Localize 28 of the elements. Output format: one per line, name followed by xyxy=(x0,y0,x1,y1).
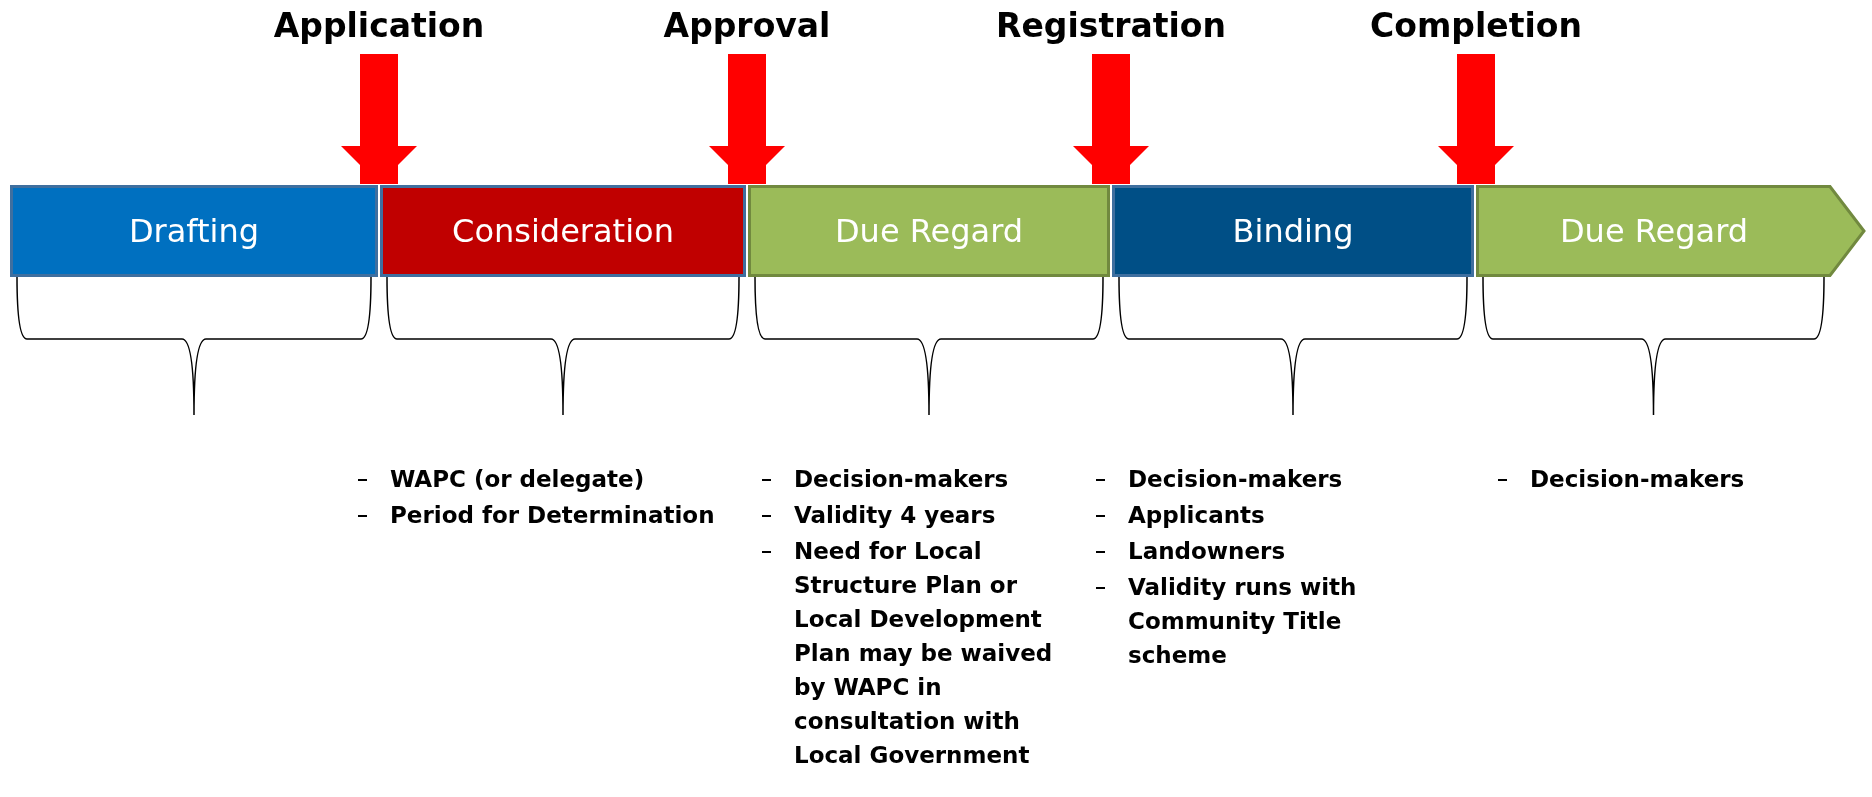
milestone-label: Completion xyxy=(1370,6,1582,45)
segment-label: Binding xyxy=(1232,212,1354,250)
milestone-label: Application xyxy=(273,6,485,45)
milestone-label: Registration xyxy=(996,6,1226,45)
milestone-label: Approval xyxy=(663,6,831,45)
arrow xyxy=(1438,54,1514,184)
timeline-segment xyxy=(380,185,746,277)
bullet-text: Landowners xyxy=(1128,538,1286,564)
timeline-segment xyxy=(748,185,1110,277)
arrow xyxy=(1073,54,1149,184)
bullet-text: WAPC (or delegate) xyxy=(390,466,645,492)
segment-label: Drafting xyxy=(128,212,260,250)
bullet-text: Decision-makers xyxy=(1530,466,1745,492)
bullet-text: Decision-makers xyxy=(794,466,1009,492)
chevron-segment xyxy=(1476,185,1866,277)
segment-label: Consideration xyxy=(452,212,674,250)
bullet-text: Decision-makers xyxy=(1128,466,1343,492)
bullet-text: Need for Local Structure Plan or Local Development Plan may be waived by WAPC in consultation with Local Government xyxy=(794,538,1053,768)
segment-label: Due Regard xyxy=(1559,212,1749,250)
timeline-segment xyxy=(10,185,378,277)
arrow xyxy=(709,54,785,184)
arrow xyxy=(341,54,417,184)
bullet-text: Period for Determination xyxy=(390,502,715,528)
bullet-text: Applicants xyxy=(1128,502,1265,528)
bullet-text: Validity runs with Community Title scheme xyxy=(1128,574,1357,668)
timeline-segment xyxy=(1112,185,1474,277)
segment-label: Due Regard xyxy=(834,212,1024,250)
bullet-text: Validity 4 years xyxy=(794,502,996,528)
